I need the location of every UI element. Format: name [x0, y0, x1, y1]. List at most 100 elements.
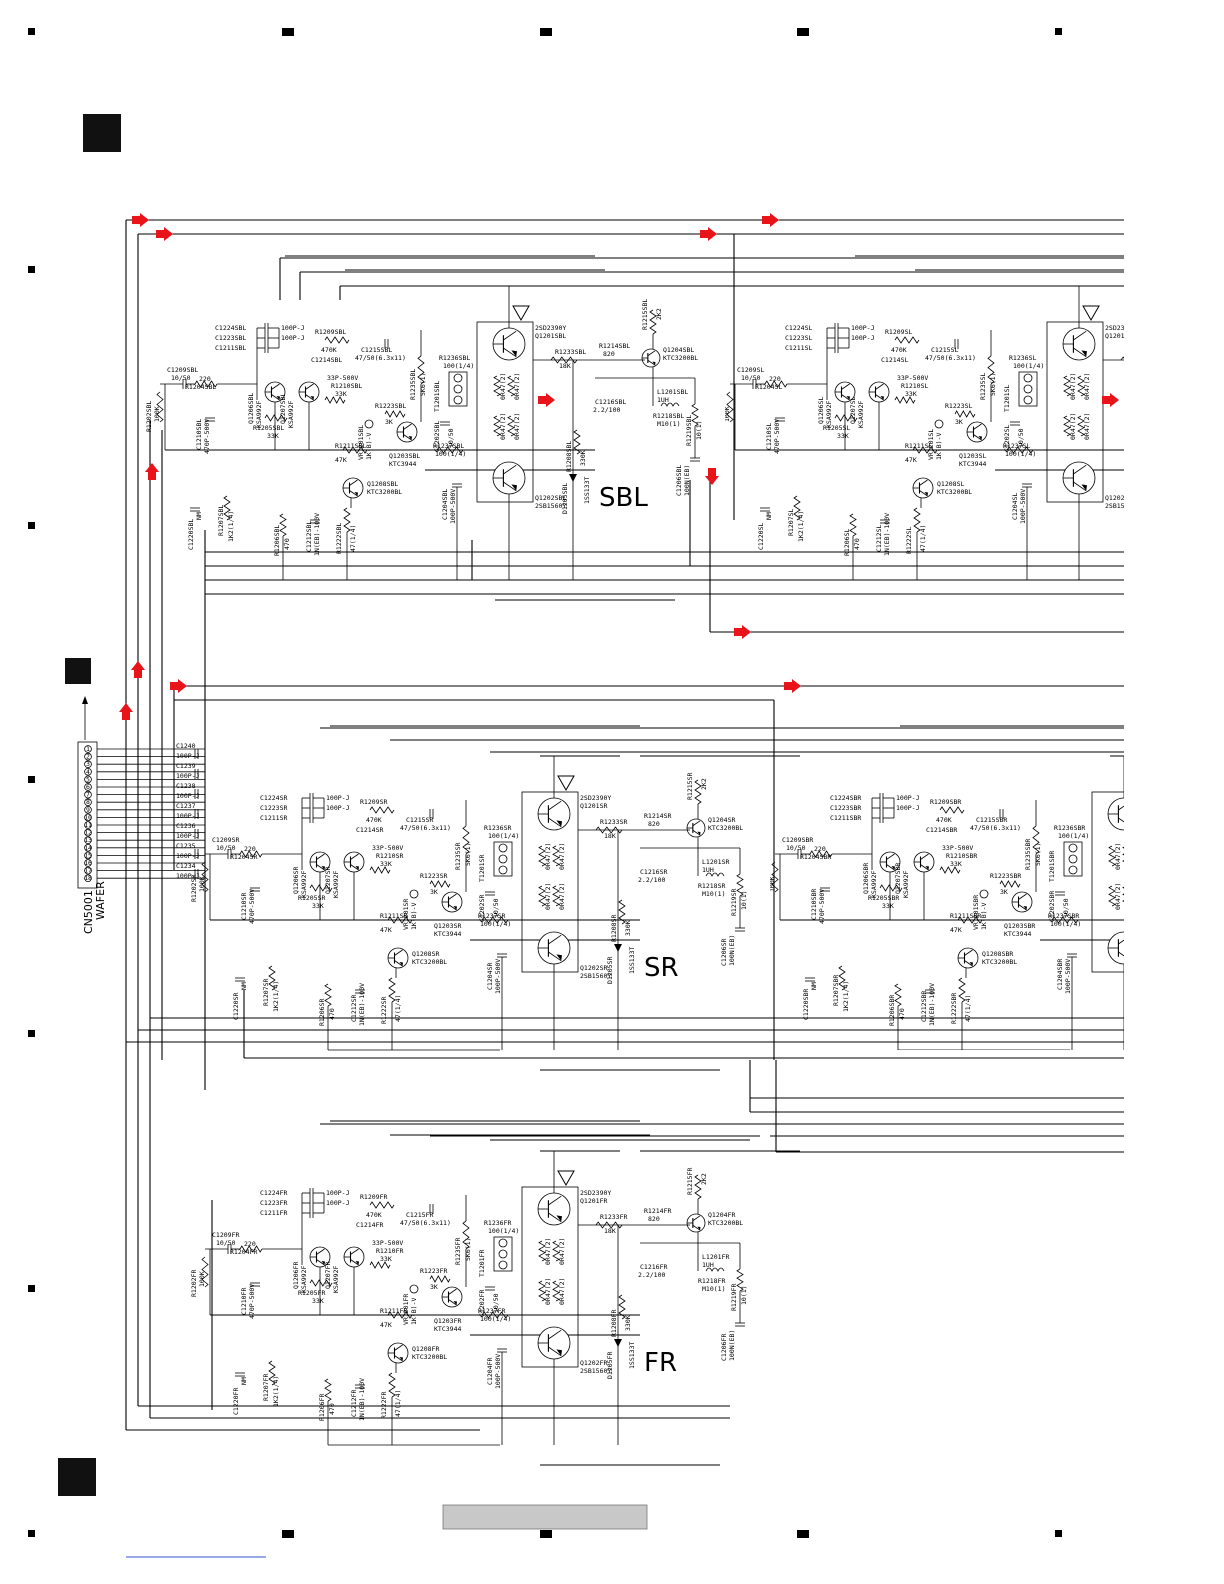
c1215-label: C1215SL: [931, 346, 958, 354]
q1203-value: KTC3944: [389, 460, 416, 468]
c1212-value: 1N(EB)-100V: [883, 513, 891, 556]
resistor: [958, 977, 966, 1003]
r1211-value: 47K: [905, 456, 917, 464]
t1201-pin: [1068, 843, 1078, 853]
cap-value: 100P-J: [896, 794, 920, 802]
resistor: [369, 1201, 395, 1209]
q1201-value: 2SD2390Y: [535, 324, 566, 332]
q1208-value: KTC3200BL: [982, 958, 1017, 966]
resistor: [694, 1174, 702, 1200]
wire: [1118, 817, 1124, 823]
q1204-label: Q1204SBL: [663, 346, 694, 354]
r1207-value: 1K2(1/4): [272, 981, 280, 1012]
wire: [692, 829, 701, 836]
c1204-value: 100P-500V: [449, 489, 457, 524]
connector-pin: [84, 828, 92, 837]
wire: [548, 951, 562, 962]
resistor: [384, 410, 406, 418]
vr1201-value: 1K(B)-V: [410, 903, 418, 930]
r1236-value: 100(1/4): [443, 362, 474, 370]
connector-pin-number: 18: [84, 874, 92, 882]
connector-pin: [84, 805, 92, 814]
red-flow-arrow: [131, 661, 145, 678]
q1202-label: Q1202SL: [1105, 494, 1132, 502]
r1206-label: R1206FR: [318, 1394, 326, 1421]
c1202-value: 10/50: [1017, 428, 1025, 448]
q1204-value: KTC3200BL: [663, 354, 698, 362]
r1206-label: R1206SL: [843, 529, 851, 556]
q1207-value: KSA992F: [332, 871, 340, 898]
r1204-value: 220: [244, 1240, 256, 1248]
resistor: [1051, 916, 1079, 924]
resistor: [1077, 415, 1085, 437]
r1204-label: R1204SR: [230, 853, 257, 861]
wire: [875, 383, 884, 390]
wire: [403, 423, 412, 430]
vr1201-pot: [409, 889, 419, 899]
r1222-label: R1222SL: [905, 527, 913, 554]
c1206-value: 100N(EB): [728, 935, 736, 966]
q1207-transistor: [343, 851, 365, 873]
resistor: [201, 1256, 209, 1288]
cap-label: C1224SBR: [830, 794, 861, 802]
connector-subtitle: WAFER: [94, 881, 107, 920]
transistor-arrow: [321, 866, 325, 870]
c1212-label: C1212SBR: [920, 991, 928, 1022]
resistor: [1032, 825, 1040, 855]
connector-pin-number: 15: [84, 851, 92, 859]
connector-cap-label: C1234: [176, 862, 196, 870]
r1202-value: 100K: [723, 406, 731, 422]
connector-pin-number: 6: [86, 783, 90, 791]
connector-pin-number: 13: [84, 836, 92, 844]
connector-cap-value: 100P-J: [176, 812, 200, 820]
t1201-pin: [498, 1238, 508, 1248]
emitter-resistor-value: 0R47(2): [1128, 843, 1136, 870]
resistor: [507, 415, 515, 437]
red-flow-arrow: [1102, 393, 1119, 407]
resistor: [239, 1245, 263, 1253]
c1216-label: C1216SBR: [1210, 868, 1224, 876]
r1209-label: R1209SR: [360, 798, 387, 806]
resistor: [999, 880, 1021, 888]
r1223-label: R1223SR: [420, 872, 447, 880]
r1206-label: R1206SBL: [273, 525, 281, 556]
r1237-label: R1237SBL: [433, 442, 464, 450]
r1207-value: 1K2(1/4): [272, 1376, 280, 1407]
cap-value: 100P-J: [326, 1199, 350, 1207]
c1210-label: C1210SL: [765, 423, 773, 450]
r1235-label: R1235SL: [979, 373, 987, 400]
r1209-value: 470K: [891, 346, 907, 354]
r1208-label: R1208SBL: [565, 441, 573, 472]
c1212-label: C1212SL: [875, 525, 883, 552]
resistor: [481, 1311, 509, 1319]
resistor: [538, 1240, 546, 1262]
vr1201-pot: [364, 419, 374, 429]
warning-icon: [512, 305, 530, 322]
r1210-value: 33K: [905, 390, 917, 398]
connector-pin-number: 1: [86, 745, 90, 753]
r1218-value: M10(1): [702, 890, 725, 898]
emitter-resistor-value: 0R47(2): [1083, 413, 1091, 440]
t1201-label: T1201SL: [1003, 385, 1011, 412]
c1216-value: 2.2/100: [1208, 876, 1224, 884]
c1214-value: 33P-500V: [372, 844, 403, 852]
r1235-value: 5K6(1): [464, 843, 472, 866]
c1209-value: 10/50: [741, 374, 761, 382]
l1201-coil: [705, 872, 725, 877]
q1202-value: 2SB1560Y: [1105, 502, 1136, 510]
r1205-value: 33K: [882, 902, 894, 910]
r1215-label: R1215FR: [686, 1168, 694, 1195]
l1201-value: 1UH: [657, 396, 669, 404]
r1219-value: 10(1): [695, 420, 703, 440]
c1214-label: C1214SR: [356, 826, 383, 834]
resistor: [1122, 846, 1124, 863]
c1215-value: 47/50(6.3x11): [400, 1219, 451, 1227]
connector-pin: [84, 813, 92, 822]
d1205-value: 1SS133T: [583, 477, 591, 504]
t1201-pin: [1023, 395, 1033, 405]
wire: [692, 1215, 701, 1222]
r1208-value: 330K: [624, 920, 632, 936]
resistor: [309, 1279, 333, 1287]
vr1201-pot: [934, 419, 944, 429]
